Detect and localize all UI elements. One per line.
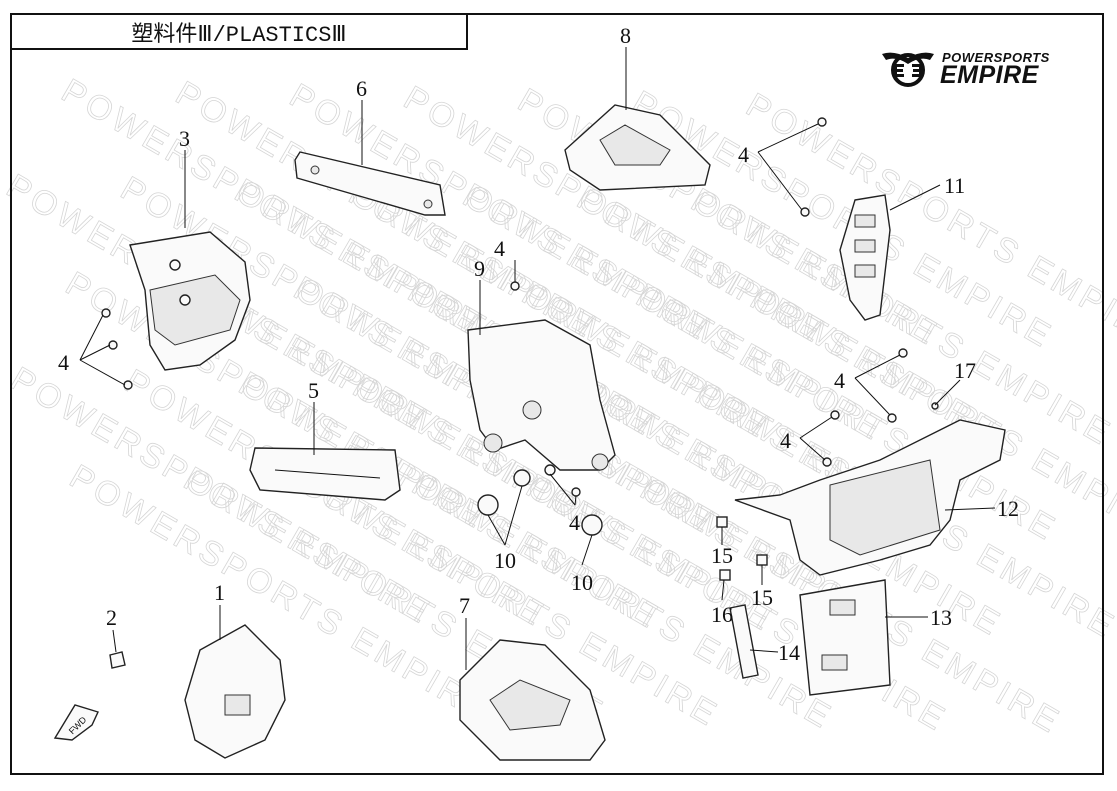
callout-8: 8 <box>620 23 631 48</box>
logo-line2: EMPIRE <box>940 61 1039 89</box>
brand-logo: POWERSPORTS EMPIRE <box>880 48 1080 89</box>
callout-9: 9 <box>474 256 485 281</box>
callout-4: 4 <box>738 142 749 167</box>
part-12-tray <box>716 348 1006 581</box>
callout-4: 4 <box>834 368 845 393</box>
callout-4: 4 <box>494 236 505 261</box>
part-7-cover <box>459 639 606 761</box>
callout-13: 13 <box>930 605 952 630</box>
callout-4: 4 <box>569 510 580 535</box>
callout-14: 14 <box>778 640 800 665</box>
part-3-bracket <box>101 231 251 390</box>
diagram-frame <box>10 13 1104 775</box>
callout-12: 12 <box>997 496 1019 521</box>
callout-16: 16 <box>711 602 733 627</box>
leader-lines <box>79 47 996 670</box>
callout-10: 10 <box>494 548 516 573</box>
part-14-pad <box>729 604 759 679</box>
part-2-clip <box>109 651 126 669</box>
part-1-cover <box>184 624 286 759</box>
part-13-cover-plate <box>799 579 891 696</box>
fwd-arrow-icon: FWD <box>53 704 99 741</box>
page-title: 塑料件Ⅲ/PLASTICSⅢ <box>10 13 468 50</box>
empire-emblem-icon <box>882 52 934 87</box>
callout-15: 15 <box>751 585 773 610</box>
callout-15: 15 <box>711 543 733 568</box>
part-6-trim-strip <box>294 151 446 216</box>
logo-line1: POWERSPORTS <box>942 50 1050 65</box>
callout-labels: 1 2 3 4 4 4 4 4 4 4 5 6 7 8 9 10 10 11 1… <box>58 23 1019 665</box>
part-9-bracket <box>467 281 616 536</box>
callout-7: 7 <box>459 593 470 618</box>
title-text: 塑料件Ⅲ/PLASTICSⅢ <box>131 22 347 48</box>
part-11-step <box>800 117 891 321</box>
callout-11: 11 <box>944 173 965 198</box>
callout-5: 5 <box>308 378 319 403</box>
callout-4: 4 <box>780 428 791 453</box>
callout-3: 3 <box>179 126 190 151</box>
part-5-panel <box>249 447 401 501</box>
callout-10: 10 <box>571 570 593 595</box>
callout-4: 4 <box>58 350 69 375</box>
callout-2: 2 <box>106 605 117 630</box>
callout-17: 17 <box>954 358 976 383</box>
callout-6: 6 <box>356 76 367 101</box>
callout-1: 1 <box>214 580 225 605</box>
part-8-cover <box>564 104 711 191</box>
